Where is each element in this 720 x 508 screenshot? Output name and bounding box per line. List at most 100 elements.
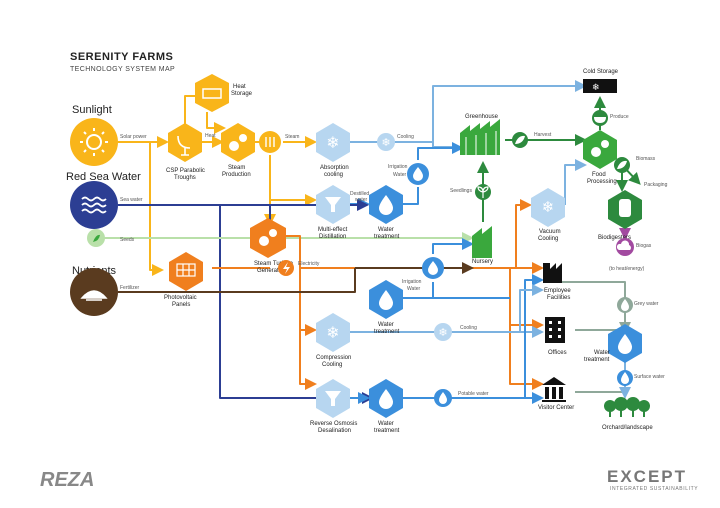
node-produce-junction [592,110,608,126]
node-employee-label-1: Employee [544,288,571,294]
node-orchard-label: Orchard/landscape [602,425,653,431]
edge-label-to-heat-energy: (to heat/energy) [609,266,645,272]
node-nursery: Nursery [472,226,493,265]
node-reverse-osmosis-label-1: Reverse Osmosis [310,421,357,427]
reza-logo: REZA [40,469,94,491]
except-logo: EXCEPT [607,467,687,486]
node-grey-water-junction [617,297,633,313]
node-irrigation-junction-1 [407,163,429,185]
battery-icon [202,88,222,99]
node-reverse-osmosis-label-2: Desalination [318,428,351,434]
water-drop-icon [621,372,629,384]
snowflake-icon: ❄ [326,323,339,342]
bowl-icon [594,117,606,123]
edge-label-distilled-water-2: water [355,197,368,203]
water-drop-icon [413,167,423,181]
node-water-treatment-1: Water treatment [369,185,403,240]
water-drop-icon [618,334,632,354]
node-steam-turbine-label-2: Generator [257,268,284,274]
node-water-treatment-3-label-2: treatment [374,428,400,434]
source-red-sea-water-label: Red Sea Water [66,171,141,183]
node-greenhouse-label: Greenhouse [465,114,499,120]
water-drop-icon [428,261,438,275]
node-absorption-cooling: ❄ Absorption cooling [316,123,350,178]
node-food-processing-label-1: Food [592,172,606,178]
snowflake-icon: ❄ [542,198,555,216]
soil-icon [80,290,108,301]
museum-icon [542,377,566,402]
edge-label-irrigation-2b: Water [407,286,420,292]
edge-label-distilled-water: Destilled [350,191,369,197]
factory-icon [543,263,562,283]
edge-label-seeds: Seeds [120,237,135,243]
node-steam-production-label-1: Steam [228,165,245,171]
waves-icon [81,196,107,214]
page-subtitle: TECHNOLOGY SYSTEM MAP [70,66,175,73]
node-nursery-label: Nursery [472,259,493,265]
node-water-treatment-2: Water treatment [369,280,403,335]
node-multi-effect-distillation: Multi-effect Distillation [316,185,350,240]
edge-label-cooling-1: Cooling [397,134,414,140]
node-csp-label-2: Troughs [174,175,196,181]
node-biodigesters: Biodigesters [598,190,642,241]
gears-icon [591,140,609,157]
source-nutrients: Nutrients [70,265,118,316]
lightning-icon [283,262,290,274]
edge-label-harvest: Harvest [534,132,552,138]
node-surface-water-junction [617,370,633,386]
node-photovoltaic-label-2: Panels [172,302,190,308]
seeds-node [87,229,105,247]
node-heat-storage: Heat Storage [195,74,253,112]
node-steam-turbine: Steam Turbine Generator [250,218,294,274]
parabolic-trough-icon [177,135,191,156]
edge-label-irrigation-1b: Water [393,172,406,178]
source-sunlight-label: Sunlight [72,104,112,116]
node-water-treatment-1-label-1: Water [378,227,394,233]
water-drop-icon [379,389,393,409]
snowflake-icon: ❄ [592,83,600,93]
edge-label-heat: Heat [205,133,216,139]
source-sunlight: Sunlight [70,104,118,166]
node-offices: Offices [545,317,567,356]
edge-label-seedlings: Seedlings [450,188,472,194]
snowflake-icon: ❄ [438,326,447,339]
edge-label-sea-water: Sea water [120,197,143,203]
edge-label-produce: Produce [610,114,629,120]
edge-label-grey-water: Grey water [634,301,659,307]
flow-lines [104,80,641,404]
node-vacuum-label-1: Vacuum [539,229,561,235]
node-biomass-junction [614,157,630,173]
node-csp: CSP Parabolic Troughs [166,123,205,181]
source-red-sea-water: Red Sea Water [66,171,141,229]
edge-label-irrigation-1: Irrigation [388,164,408,170]
water-drop-icon [439,392,447,404]
node-water-treatment-4-label-1: Water [594,350,610,356]
node-food-processing-label-2: Processing [587,179,617,185]
node-compression-label-1: Compression [316,355,351,361]
water-drop-icon [379,290,393,310]
node-greenhouse: Greenhouse [460,114,500,155]
node-water-treatment-4: Water treatment [584,324,642,363]
edge-label-steam: Steam [285,134,299,140]
trees-icon [604,397,650,417]
node-water-treatment-3-label-1: Water [378,421,394,427]
node-potable-junction [434,389,452,407]
water-drop-icon [621,299,629,311]
node-electricity-junction [278,260,294,276]
funnel-icon [325,391,341,406]
edge-label-packaging: Packaging [644,182,668,188]
node-photovoltaic: Photovoltaic Panels [164,252,203,308]
edge-labels: Solar power Heat Steam Cooling Harvest P… [120,114,668,397]
edge-label-fertilizer: Fertilizer [120,285,140,291]
node-cooling-junction-2: ❄ [434,323,452,341]
gears-icon [259,229,277,246]
solar-panel-icon [176,263,196,277]
page-title: SERENITY FARMS [70,51,173,63]
water-drop-icon [379,195,393,215]
node-photovoltaic-label-1: Photovoltaic [164,295,197,301]
node-csp-label-1: CSP Parabolic [166,168,205,174]
nursery-icon [472,226,492,258]
node-absorption-label-1: Absorption [320,165,349,171]
node-water-treatment-2-label-2: treatment [374,329,400,335]
